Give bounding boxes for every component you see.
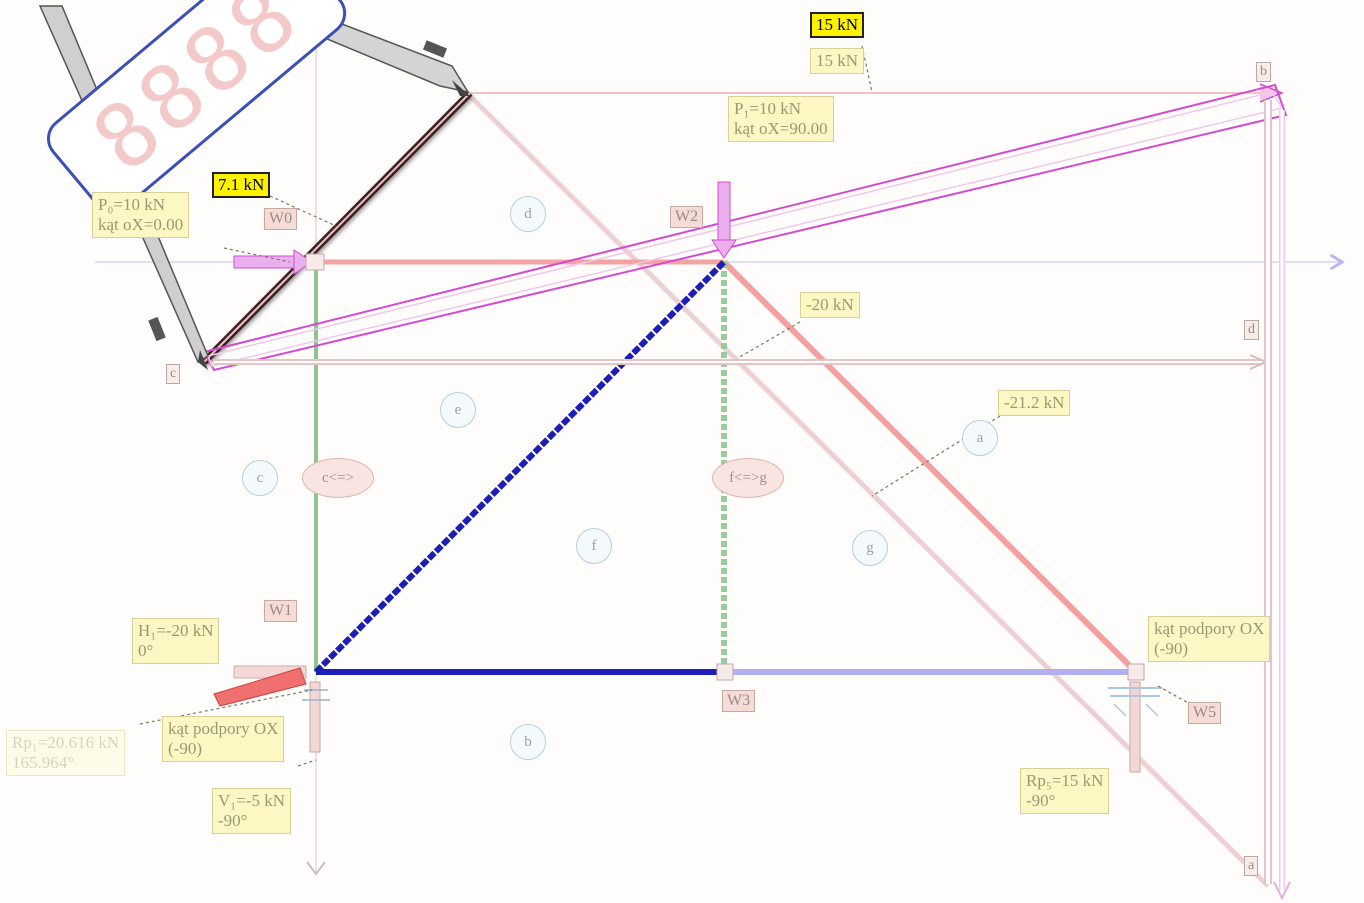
reaction-rp1-label[interactable]: Rp₁=20.616 kN 165.964° — [6, 730, 126, 776]
swap-c-label[interactable]: c<=> — [302, 458, 374, 498]
diagonal-force-highlight[interactable]: 7.1 kN — [212, 172, 271, 198]
reaction-h1-label[interactable]: H₁=-20 kN 0° — [132, 618, 220, 664]
swap-fg-label[interactable]: f<=>g — [712, 458, 784, 498]
support-angle-right-label[interactable]: kąt podpory OX (-90) — [1148, 616, 1271, 662]
load-p1-label[interactable]: P₁=10 kN kąt oX=90.00 — [728, 96, 834, 142]
load-p0-label[interactable]: P₀=10 kN kąt oX=0.00 — [92, 192, 190, 238]
support-left — [213, 665, 330, 753]
member-right-diagonal — [721, 259, 1139, 675]
node-w3[interactable]: W3 — [722, 690, 756, 712]
node-w2[interactable]: W2 — [670, 206, 704, 228]
support-right — [1108, 663, 1162, 773]
region-b[interactable]: b — [510, 724, 546, 760]
region-f[interactable]: f — [576, 528, 612, 564]
force-polygon — [201, 83, 1291, 901]
region-g[interactable]: g — [852, 530, 888, 566]
polygon-point-c[interactable]: c — [166, 364, 181, 384]
node-marker-w0[interactable] — [305, 253, 325, 271]
node-w0[interactable]: W0 — [264, 208, 298, 230]
reaction-v1-label[interactable]: V₁=-5 kN -90° — [212, 788, 291, 834]
polygon-point-d[interactable]: d — [1244, 320, 1259, 340]
y-axis-arrow — [306, 861, 326, 876]
region-d[interactable]: d — [510, 196, 546, 232]
member-main-diagonal — [313, 259, 727, 675]
top-chord-force-label[interactable]: 15 kN — [810, 48, 865, 74]
region-a[interactable]: a — [962, 420, 998, 456]
polygon-point-a[interactable]: a — [1244, 856, 1259, 876]
force-minus-20-label[interactable]: -20 kN — [800, 292, 860, 318]
region-c[interactable]: c — [242, 460, 278, 496]
support-angle-left-label[interactable]: kąt podpory OX (-90) — [162, 716, 285, 762]
polygon-point-b[interactable]: b — [1256, 62, 1271, 82]
node-w5[interactable]: W5 — [1188, 702, 1222, 724]
node-w1[interactable]: W1 — [264, 600, 298, 622]
reaction-rp5-label[interactable]: Rp₅=15 kN -90° — [1020, 768, 1110, 814]
region-e[interactable]: e — [440, 392, 476, 428]
force-minus-21-label[interactable]: -21.2 kN — [998, 390, 1071, 416]
top-chord-force-highlight[interactable]: 15 kN — [810, 12, 865, 38]
node-marker-w3[interactable] — [716, 663, 734, 681]
